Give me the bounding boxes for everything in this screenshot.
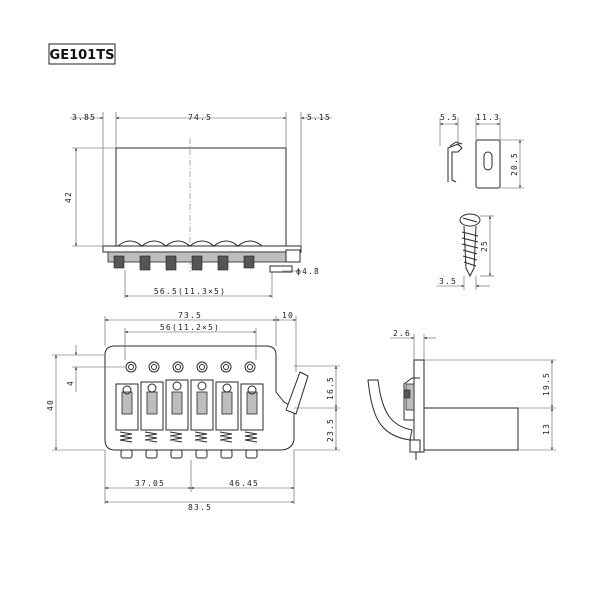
dim-clip-height: 20.5	[510, 152, 519, 176]
top-view-plate	[115, 147, 287, 247]
dim-overall-bottom: 83.5	[188, 503, 212, 512]
dim-left-offset: 3.85	[72, 113, 96, 122]
clip-part: 5.5 11.3 20.5	[439, 113, 524, 189]
dim-side-lower: 13	[542, 423, 551, 435]
dim-hole-dia: ϕ4.8	[296, 267, 320, 276]
dim-top-offset: 4	[66, 380, 75, 386]
saddles	[115, 379, 264, 431]
dim-height: 40	[46, 399, 55, 411]
dim-side-top-offset: 2.6	[393, 329, 411, 338]
dim-arm-offset: 10	[282, 311, 294, 320]
tremolo-arm	[285, 371, 309, 415]
dim-side-height: 19.5	[542, 372, 551, 396]
model-label-text: GE101TS	[50, 48, 115, 63]
model-label: GE101TS	[48, 43, 116, 65]
dim-left-span: 37.05	[135, 479, 165, 488]
side-view: 2.6 19.5 13	[367, 329, 556, 460]
dim-plate-width: 74.5	[188, 113, 212, 122]
dim-right-offset: 5.15	[307, 113, 331, 122]
dim-right-span: 46.45	[229, 479, 259, 488]
dim-block-height: 23.5	[326, 418, 335, 442]
dim-arm-height: 16.5	[326, 376, 335, 400]
top-view: 3.85 74.5 5.15 42 56.5(11.3×5) ϕ4.8	[64, 112, 332, 298]
dim-clip-width-b: 11.3	[476, 113, 500, 122]
dim-clip-width-a: 5.5	[440, 113, 458, 122]
side-view-block	[423, 407, 519, 451]
dim-saddle-span: 56(11.2×5)	[160, 323, 220, 332]
front-view: 73.5 10 56(11.2×5) 40 4 16.5 23.5 37.05 …	[46, 311, 340, 512]
dim-plate-depth: 42	[64, 191, 73, 203]
dim-overall-top: 73.5	[178, 311, 202, 320]
dim-screw-span: 56.5(11.3×5)	[154, 287, 226, 296]
dim-screw-length: 25	[480, 240, 489, 252]
mounting-holes	[125, 361, 256, 373]
dim-screw-dia: 3.5	[439, 277, 457, 286]
side-view-arm	[367, 379, 413, 441]
intonation-screws	[120, 449, 258, 459]
screw-part: 25 3.5	[436, 213, 494, 290]
